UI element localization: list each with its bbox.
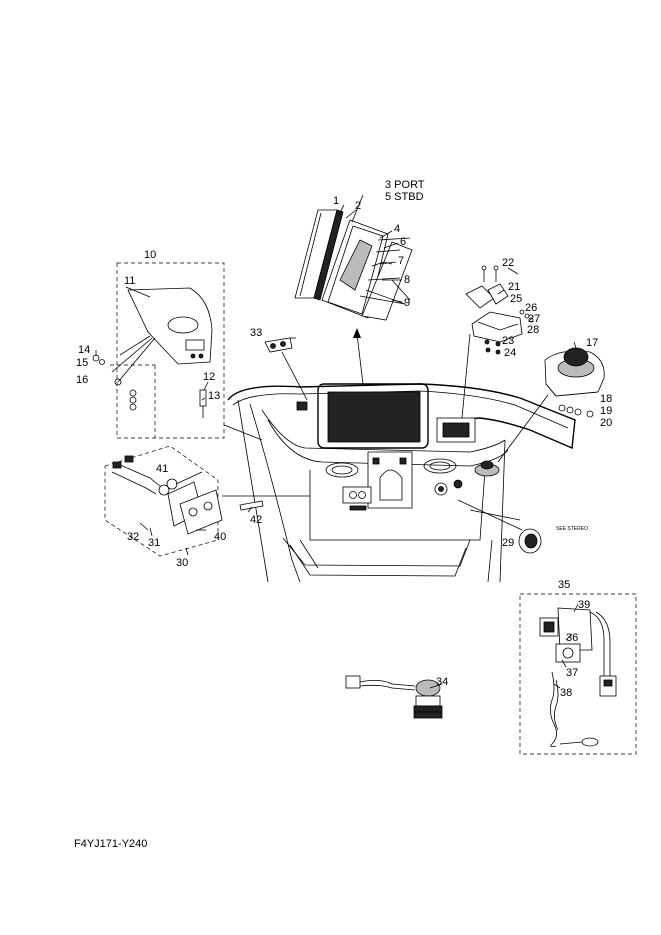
callout-1: 1 (333, 195, 339, 207)
callout-8: 8 (404, 274, 410, 286)
callout-41: 41 (156, 463, 168, 475)
callout-39: 39 (578, 599, 590, 611)
callout-24: 24 (504, 347, 516, 359)
callout-40: 40 (214, 531, 226, 543)
callout-22: 22 (502, 257, 514, 269)
callout-29: 29 (502, 537, 514, 549)
callout-10: 10 (144, 249, 156, 261)
callout-5-stbd: 5 STBD (385, 191, 424, 203)
leader-lines (95, 204, 579, 689)
callout-31: 31 (148, 537, 160, 549)
callout-labels: 1 2 3 PORT 5 STBD 4 6 7 8 9 10 11 12 13 … (76, 179, 612, 699)
callout-25: 25 (510, 293, 522, 305)
callout-18: 18 (600, 393, 612, 405)
callout-7: 7 (398, 255, 404, 267)
callout-20: 20 (600, 417, 612, 429)
callout-21: 21 (508, 281, 520, 293)
switch-plate-group (104, 445, 310, 557)
part-29 (457, 499, 542, 554)
display-assembly (294, 194, 413, 385)
callout-15: 15 (76, 357, 88, 369)
callout-12: 12 (203, 371, 215, 383)
callout-3-port: 3 PORT (385, 179, 425, 191)
callout-11: 11 (124, 275, 135, 287)
callout-28: 28 (527, 324, 539, 336)
callout-9: 9 (404, 297, 410, 309)
callout-34: 34 (436, 676, 448, 688)
callout-35: 35 (558, 579, 570, 591)
callout-26: 26 (525, 302, 537, 314)
callout-36: 36 (566, 632, 578, 644)
callout-30: 30 (176, 557, 188, 569)
callout-4: 4 (394, 223, 400, 235)
see-stereo-note: SEE STEREO (556, 526, 588, 532)
bracket-right (461, 265, 534, 419)
part-34 (345, 675, 443, 719)
diagram-code: F4YJ171-Y240 (74, 838, 148, 850)
callout-19: 19 (600, 405, 612, 417)
callout-33: 33 (250, 327, 262, 339)
callout-23: 23 (502, 335, 514, 347)
callout-16: 16 (76, 374, 88, 386)
callout-13: 13 (208, 390, 220, 402)
part-33 (264, 337, 308, 401)
callout-27: 27 (528, 313, 540, 325)
bracket-group-box (92, 262, 263, 441)
callout-17: 17 (586, 337, 598, 349)
callout-6: 6 (400, 236, 406, 248)
callout-38: 38 (560, 687, 572, 699)
callout-14: 14 (78, 344, 90, 356)
callout-32: 32 (127, 531, 139, 543)
dashboard-console (227, 383, 576, 583)
joystick-17 (497, 347, 605, 463)
callout-2: 2 (355, 200, 361, 212)
callout-42: 42 (250, 514, 262, 526)
callout-37: 37 (566, 667, 578, 679)
